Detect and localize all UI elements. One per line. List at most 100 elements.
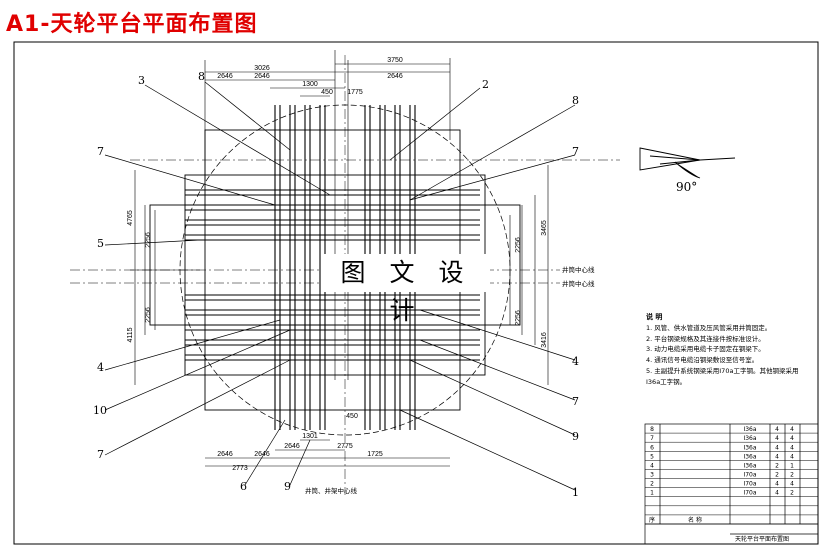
dim-left-4: 2256: [145, 307, 152, 323]
note-line: 3. 动力电缆采用电缆卡子固定在钢梁下。: [646, 345, 765, 354]
callout-4a: 4: [97, 361, 104, 374]
angle-label: 90°: [676, 180, 697, 194]
callout-9b: 9: [572, 430, 579, 443]
title-block-cell: 1: [650, 490, 654, 497]
dim-top-5: 2646: [387, 73, 403, 80]
dim-bottom-1: 2646: [217, 451, 233, 458]
dim-left-2: 4115: [127, 327, 134, 342]
note-line: I36a工字钢。: [646, 377, 687, 386]
title-block-cell: 2: [790, 490, 794, 497]
title-block-cell: 7: [650, 435, 654, 442]
title-block-cell: 1: [790, 462, 794, 469]
horizontal-beams: [185, 189, 480, 361]
note-line: 2. 平台钢梁规格及其连接件按标准设计。: [646, 334, 765, 343]
callout-5: 5: [97, 237, 104, 250]
title-block-cell: 4: [790, 481, 794, 488]
dim-left-3: 2256: [145, 232, 152, 248]
title-block-cell: I70a: [743, 490, 756, 497]
title-block-cell: 4: [775, 426, 779, 433]
dim-right-2: 3416: [541, 332, 548, 348]
shaft-center-label-2: 井筒中心线: [562, 279, 595, 288]
callout-7a: 7: [97, 145, 104, 158]
title-block-cell: I36a: [743, 426, 756, 433]
notes-heading: 说 明: [646, 313, 663, 321]
title-block-cell: 3: [650, 472, 654, 479]
title-block-cell: I70a: [743, 472, 756, 479]
title-block-cell: 4: [775, 490, 779, 497]
title-block-cell: 序: [649, 516, 655, 524]
right-dim-texts: 3465 3416 2256 2256: [515, 220, 548, 348]
title-block-cell: 名 称: [688, 516, 702, 524]
right-dimensions: [509, 165, 549, 385]
note-line: 4. 通讯信号电缆沿钢梁敷设至信号室。: [646, 356, 759, 365]
title-block-cell: I70a: [743, 481, 756, 488]
dim-bottom-5: 1301: [302, 433, 318, 440]
top-dim-texts: 3026 3750 2646 2646 2646 1300 450 1775: [217, 57, 403, 96]
title-block-cell: 2: [775, 472, 779, 479]
title-block-cell: 4: [790, 435, 794, 442]
shaft-center-label-1: 井筒中心线: [562, 265, 595, 274]
callout-1: 1: [572, 486, 579, 499]
dim-left-1: 4765: [127, 210, 134, 226]
dim-top-3: 2646: [217, 73, 233, 80]
title-block-cell: 4: [775, 453, 779, 460]
dim-right-1: 3465: [541, 220, 548, 236]
title-block-cell: I36a: [743, 453, 756, 460]
dim-top-6: 1300: [302, 81, 318, 88]
callout-7c: 7: [97, 448, 104, 461]
dim-top-2: 3750: [387, 57, 403, 64]
title-block-cell: 4: [775, 444, 779, 451]
callout-numbers: 3 8 2 8 7 7 5 4 10 7 6 9 1 9 7 4: [93, 70, 579, 499]
callout-3: 3: [138, 74, 145, 87]
drawing-name-cell: 天轮平台平面布置图: [735, 535, 789, 543]
dim-top-8: 1775: [347, 89, 363, 96]
title-block-cell: 6: [650, 444, 654, 451]
dim-top-4: 2646: [254, 73, 270, 80]
title-block-cell: 4: [775, 481, 779, 488]
callout-7d: 7: [572, 395, 579, 408]
drawing-title: A1-天轮平台平面布置图: [6, 12, 258, 37]
dim-bottom-2: 2646: [254, 451, 270, 458]
leader-lines: [104, 81, 576, 491]
left-dim-texts: 4765 4115 2256 2256: [127, 210, 152, 342]
title-block-cell: I36a: [743, 444, 756, 451]
title-block-cell: 4: [790, 444, 794, 451]
title-block-cell: I36a: [743, 462, 756, 469]
note-line: 1. 风管、供水管道及压风管采用井筒固定。: [646, 323, 772, 332]
dim-right-4: 2256: [515, 310, 522, 326]
watermark: 图 文 设 计: [322, 254, 490, 325]
dim-top-1: 3026: [254, 65, 270, 72]
notes: 说 明 1. 风管、供水管道及压风管采用井筒固定。 2. 平台钢梁规格及其连接件…: [646, 312, 816, 388]
dim-bottom-3: 2646: [284, 443, 300, 450]
title-block-cell: 2: [790, 472, 794, 479]
dim-bottom-6: 450: [346, 413, 358, 420]
title-block-cell: 4: [650, 462, 654, 469]
title-block-cell: 8: [650, 426, 654, 433]
note-line: 5. 主副提升系统钢梁采用I70a工字钢。其他钢梁采用: [646, 366, 799, 375]
dim-bottom-7: 2775: [337, 443, 353, 450]
title-block-cell: 4: [790, 426, 794, 433]
bottom-dim-texts: 2646 2646 2646 2773 1301 450 2775 1725: [217, 413, 383, 472]
angle-detail: [639, 147, 736, 179]
title-block-cell: 5: [650, 453, 654, 460]
callout-10: 10: [93, 404, 107, 417]
callout-9a: 9: [284, 480, 291, 493]
center-labels: 井筒中心线 井筒中心线 井筒、井架中心线: [305, 265, 595, 495]
callout-8a: 8: [198, 70, 205, 83]
dim-bottom-8: 1725: [367, 451, 383, 458]
dim-bottom-4: 2773: [232, 465, 248, 472]
drawing-frame: [13, 41, 819, 545]
callout-6: 6: [240, 480, 247, 493]
title-block-cell: 2: [650, 481, 654, 488]
left-dimensions: [130, 170, 200, 385]
dim-right-3: 2256: [515, 237, 522, 253]
title-block-cell: 2: [775, 462, 779, 469]
callout-7b: 7: [572, 145, 579, 158]
callout-4b: 4: [572, 355, 579, 368]
bottom-center-label: 井筒、井架中心线: [305, 486, 358, 495]
title-block-cell: 4: [790, 453, 794, 460]
title-block-cell: 4: [775, 435, 779, 442]
callout-2: 2: [482, 78, 489, 91]
